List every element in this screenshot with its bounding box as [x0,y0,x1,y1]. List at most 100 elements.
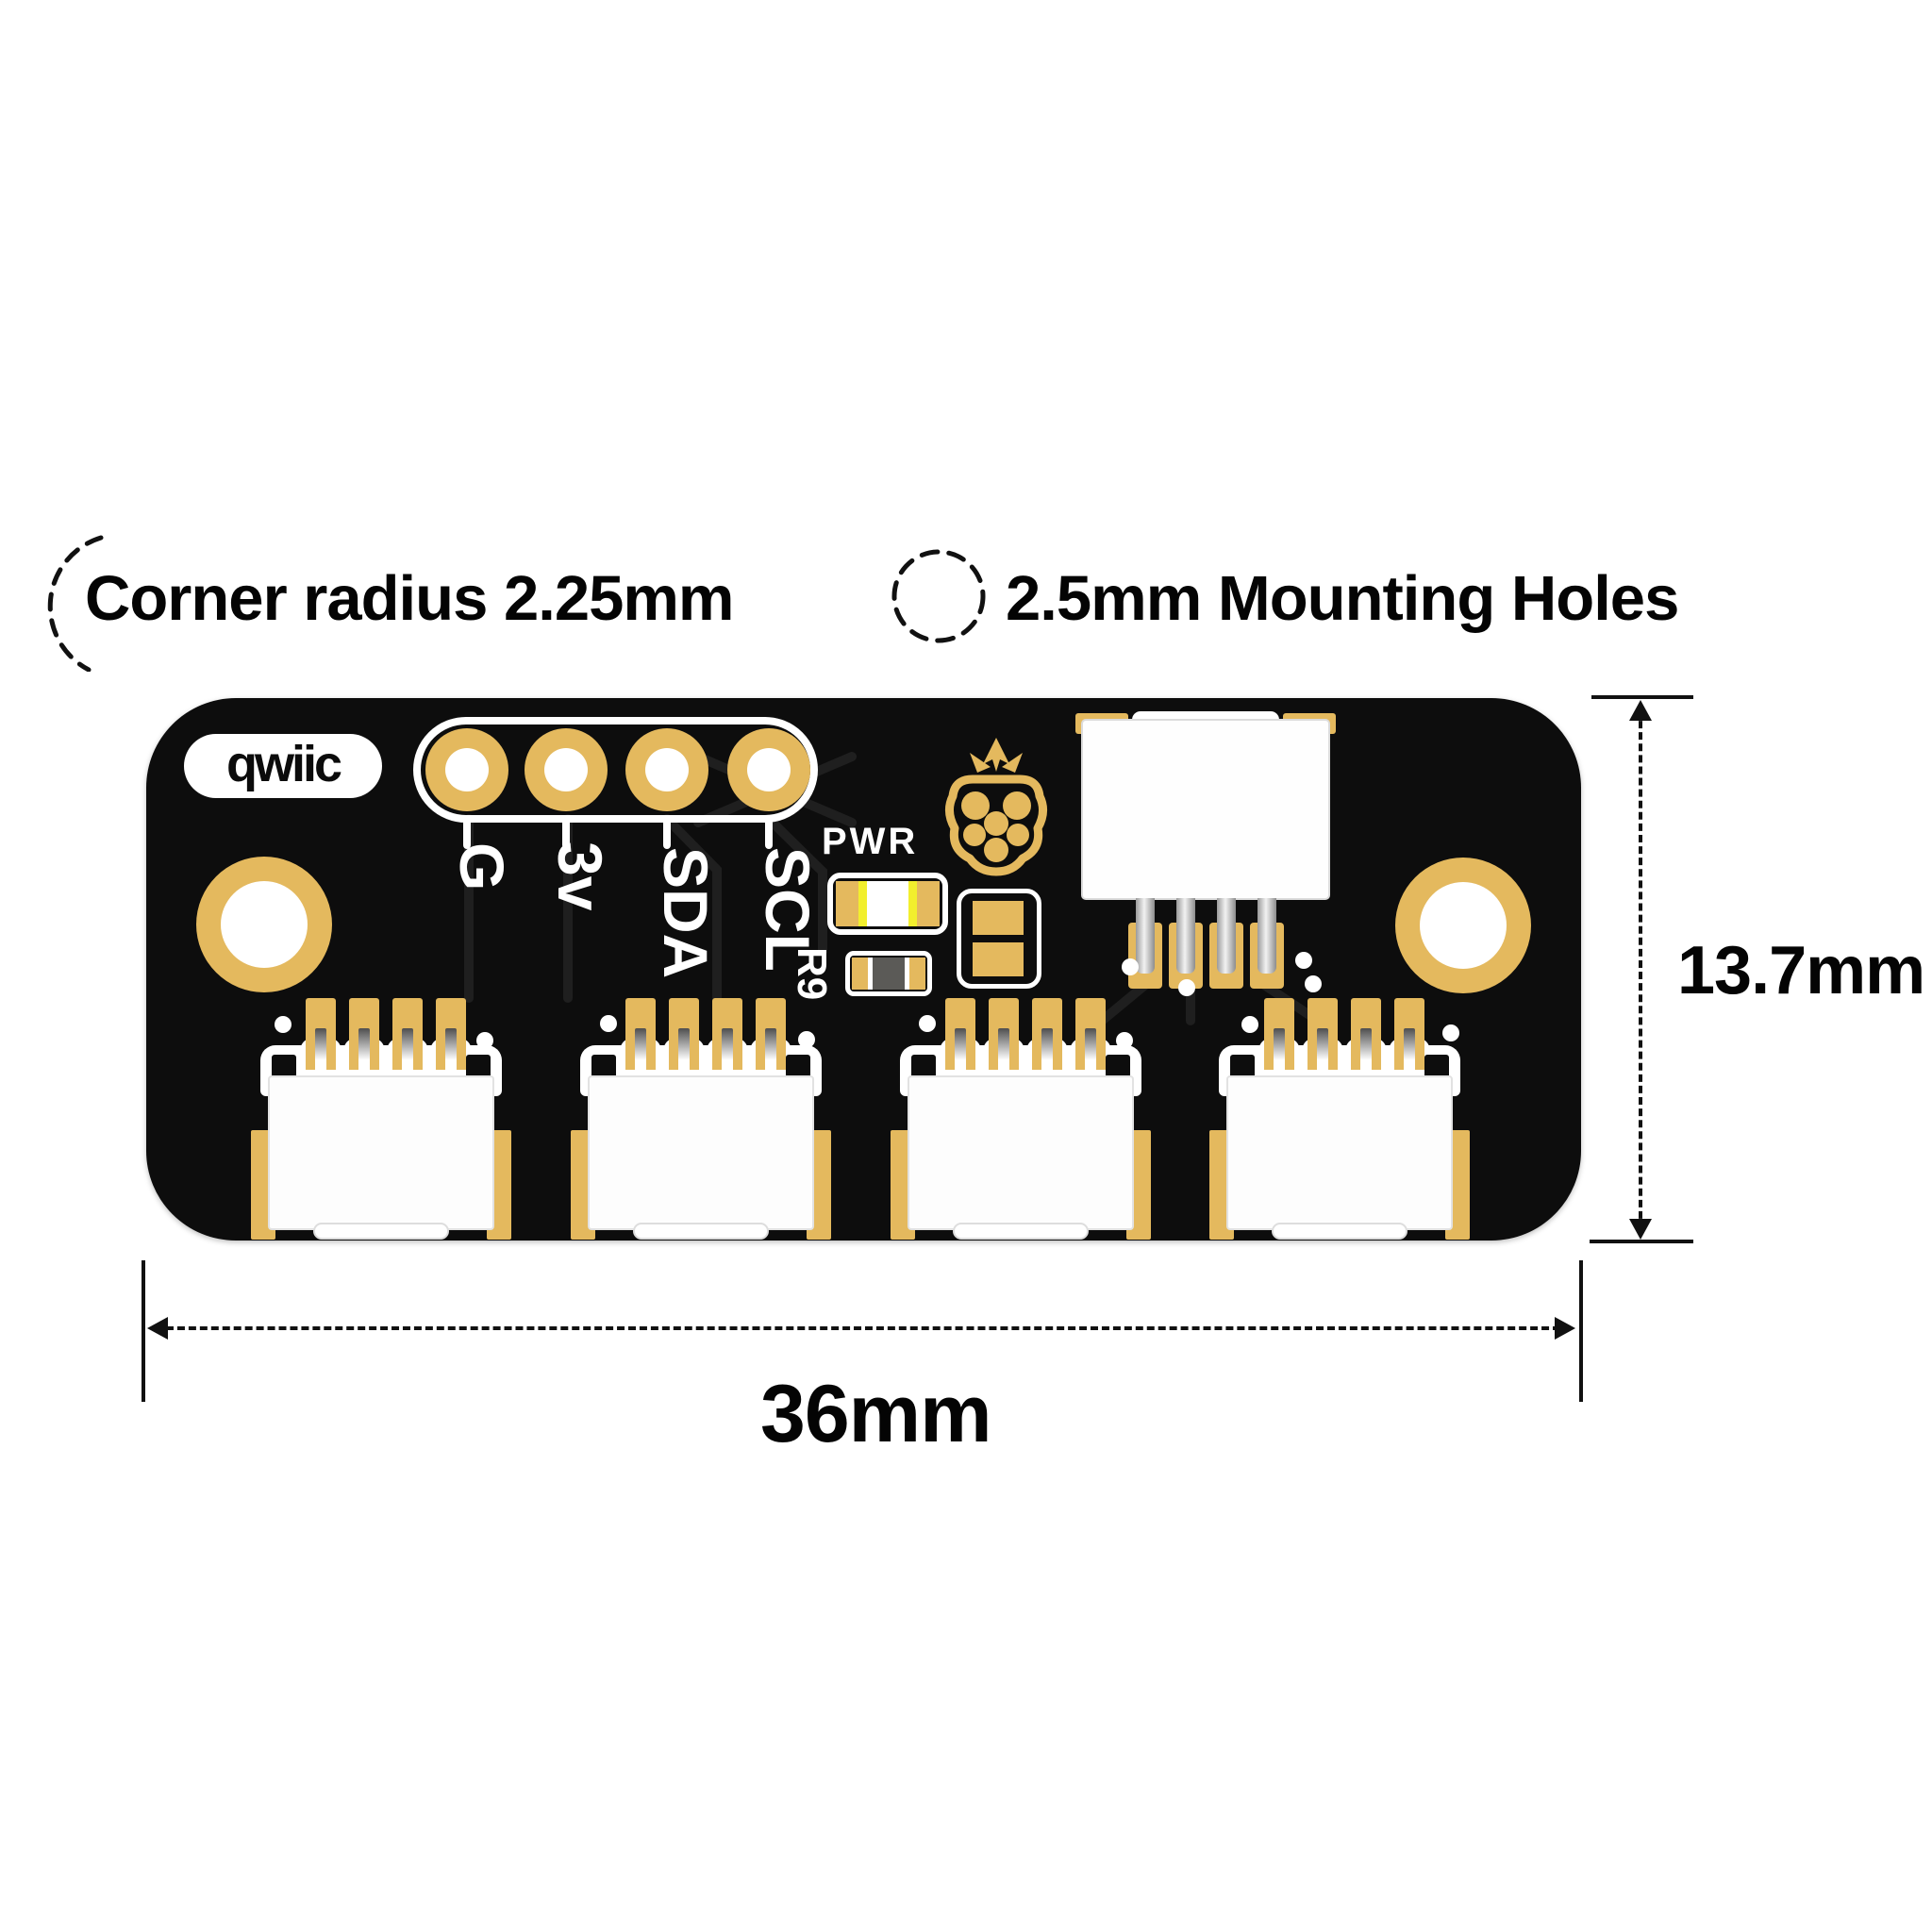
jst-connector-2 [571,996,831,1240]
resistor-gap [868,958,873,990]
collar-notch [591,1055,616,1079]
via [1241,1016,1258,1033]
connector-pin [1176,898,1195,974]
connector-body [908,1075,1134,1230]
connector-pin [1032,998,1062,1077]
via [1122,958,1139,975]
connector-pin [392,998,423,1077]
pin-slot [1404,1028,1415,1077]
pin-label-3v: 3v [545,841,615,911]
pin-slot [722,1028,733,1077]
connector-pin [1136,898,1155,974]
via [1178,979,1195,996]
arrow-right-icon [1555,1317,1575,1340]
resistor-pad [909,958,925,990]
connector-pin [756,998,786,1077]
connector-pin [349,998,379,1077]
pin-slot [1274,1028,1285,1077]
width-dimension-label: 36mm [760,1369,992,1459]
via [1305,975,1322,992]
drill-hole [645,748,689,791]
dim-ext-right [1579,1260,1583,1402]
header-outline [413,717,818,823]
pcb-board: qwiic G 3v SDA SCL PWR R9 [146,698,1581,1241]
capacitor-pad [973,901,1024,935]
mounting-hole-right [1395,858,1531,993]
connector-body [1081,719,1330,900]
resistor-chip [873,958,905,990]
led-pad [917,881,940,926]
connector-pin [306,998,336,1077]
jst-connector-4 [1209,996,1470,1240]
pin-slot [998,1028,1009,1077]
pin-slot [315,1028,326,1077]
drill-hole [221,881,308,968]
connector-pin [1264,998,1294,1077]
connector-pin [669,998,699,1077]
connector-body [1226,1075,1453,1230]
bottom-notch [1272,1223,1407,1240]
pin-slot [678,1028,690,1077]
width-dim-line [166,1326,1560,1330]
led-glow [908,881,917,926]
jst-connector-1 [251,996,511,1240]
connector-pin [1075,998,1106,1077]
collar-notch [272,1055,296,1079]
mounting-hole-icon [891,549,986,643]
arrow-down-icon [1629,1219,1652,1240]
resistor-gap [905,958,909,990]
pin-tick [765,819,773,849]
connector-pin [1351,998,1381,1077]
via [798,1031,815,1048]
connector-pin [945,998,975,1077]
mounting-hole-left [196,857,332,992]
via [476,1032,493,1049]
dim-tick-bottom [1590,1240,1693,1243]
drill-hole [445,748,489,791]
via [1295,952,1312,969]
bottom-notch [633,1223,769,1240]
power-led [827,873,948,935]
pin-tick [562,819,570,849]
via [1116,1032,1133,1049]
pin-slot [358,1028,370,1077]
pin-slot [765,1028,776,1077]
pin-label-sda: SDA [651,847,721,979]
drill-hole [747,748,791,791]
drill-hole [1420,882,1507,969]
collar-notch [786,1055,810,1079]
pwr-label: PWR [822,821,919,862]
connector-body [588,1075,814,1230]
via [275,1016,291,1033]
pin-slot [1041,1028,1053,1077]
jst-connector-3 [891,996,1151,1240]
mounting-holes-label: 2.5mm Mounting Holes [1006,563,1679,634]
pin-slot [1360,1028,1372,1077]
header-hole-g [425,728,508,811]
pin-slot [1085,1028,1096,1077]
connector-pin [1257,898,1276,974]
led-body [867,881,908,926]
resistor-pad [852,958,868,990]
height-dimension-label: 13.7mm [1677,933,1925,1008]
dim-ext-left [142,1260,145,1402]
collar-notch [1424,1055,1449,1079]
connector-pin [436,998,466,1077]
collar-notch [1106,1055,1130,1079]
led-glow [858,881,867,926]
connector-pin [625,998,656,1077]
pin-slot [402,1028,413,1077]
corner-radius-icon [47,535,104,672]
capacitor [957,889,1041,989]
pin-slot [635,1028,646,1077]
connector-pin [989,998,1019,1077]
pin-tick [663,819,671,849]
bottom-notch [953,1223,1089,1240]
qwiic-logo: qwiic [184,734,382,798]
bottom-notch [313,1223,449,1240]
collar-notch [466,1055,491,1079]
connector-pin [1307,998,1338,1077]
capacitor-pad [973,942,1024,976]
pin-slot [445,1028,457,1077]
